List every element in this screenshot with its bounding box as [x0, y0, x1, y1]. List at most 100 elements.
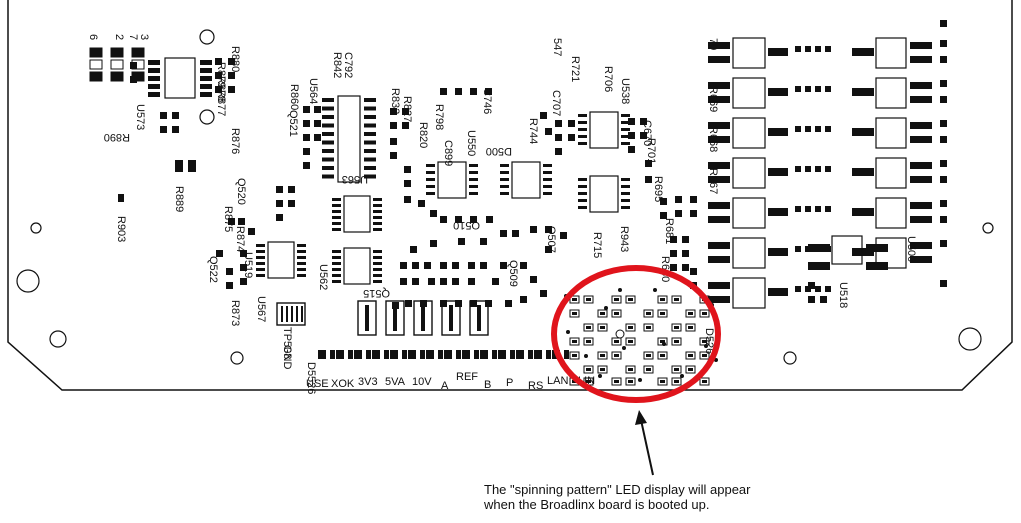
smd-pad	[910, 242, 932, 249]
ic-outline	[732, 77, 766, 109]
smd-pad	[512, 230, 519, 237]
led-pad-fill	[702, 312, 707, 315]
silkscreen-label: R878	[215, 76, 227, 102]
led-pad-fill	[572, 354, 577, 357]
silkscreen-label: R943	[618, 226, 630, 252]
smd-pad	[852, 208, 874, 216]
smd-pad	[421, 305, 425, 331]
smd-pad	[412, 262, 419, 269]
led-indicator-label: P	[506, 377, 513, 389]
smd-pad	[768, 88, 788, 96]
silkscreen-label: 2	[113, 34, 125, 40]
smd-pad	[200, 92, 212, 97]
smd-pad	[852, 48, 874, 56]
smd-pad	[332, 204, 341, 207]
smd-pad	[373, 222, 382, 225]
led-pad-fill	[674, 340, 679, 343]
smd-pad	[332, 216, 341, 219]
smd-pad	[795, 206, 801, 212]
smd-pad	[373, 204, 382, 207]
smd-pad	[486, 216, 493, 223]
smd-pad	[228, 86, 235, 93]
smd-pad	[795, 246, 801, 252]
mounting-hole	[49, 330, 67, 348]
smd-pad	[470, 88, 477, 95]
smd-pad	[621, 206, 630, 209]
ic-outline	[164, 57, 196, 99]
smd-pad	[426, 171, 435, 174]
caption-line-2: when the Broadlinx board is booted up.	[484, 497, 710, 512]
smd-pad	[296, 306, 298, 322]
silkscreen-label: TP508	[281, 327, 293, 359]
led-pad	[685, 323, 696, 332]
led-pad-fill	[702, 354, 707, 357]
mounting-hole	[783, 351, 797, 365]
led-pad-fill	[646, 368, 651, 371]
led-callout-circle	[551, 265, 721, 403]
smd-pad	[708, 282, 730, 289]
smd-pad	[815, 206, 821, 212]
led-pad	[671, 337, 682, 346]
led-pad-fill	[702, 340, 707, 343]
smd-pad	[708, 256, 730, 263]
silkscreen-label: Q521	[287, 110, 299, 137]
smd-pad	[578, 128, 587, 131]
smd-pad	[825, 126, 831, 132]
led-pad-fill	[674, 326, 679, 329]
silkscreen-label: R667	[707, 168, 719, 194]
smd-pad	[297, 256, 306, 259]
smd-pad	[520, 296, 527, 303]
silkscreen-label: R890	[104, 131, 130, 143]
led-pad-fill	[660, 354, 665, 357]
smd-pad	[393, 305, 397, 331]
smd-pad	[500, 171, 509, 174]
led-pad	[625, 323, 636, 332]
silkscreen-label: R798	[433, 104, 445, 130]
smd-pad	[420, 300, 427, 307]
smd-pad	[444, 350, 452, 359]
smd-pad	[660, 212, 667, 219]
led-pad	[657, 295, 668, 304]
led-pad	[699, 351, 710, 360]
silkscreen-label: R701	[645, 138, 657, 164]
led-pad-fill	[688, 354, 693, 357]
led-center-ring	[615, 329, 625, 339]
smd-pad	[228, 218, 235, 225]
led-pad-fill	[614, 312, 619, 315]
smd-pad	[332, 198, 341, 201]
smd-pad	[645, 160, 652, 167]
smd-pad	[560, 232, 567, 239]
silkscreen-label: R715	[591, 232, 603, 258]
smd-pad	[148, 68, 160, 73]
smd-pad	[825, 166, 831, 172]
led-pad	[625, 365, 636, 374]
smd-pad	[621, 199, 630, 202]
silkscreen-label: R874	[234, 226, 246, 252]
led-indicator-label: LAN	[547, 375, 568, 387]
silkscreen-label: R873	[229, 300, 241, 326]
smd-pad	[621, 142, 630, 145]
mounting-hole	[199, 29, 215, 45]
led-pad	[643, 351, 654, 360]
led-pad-fill	[614, 380, 619, 383]
silkscreen-label: C746	[481, 88, 493, 114]
led-pad	[583, 365, 594, 374]
smd-pad	[248, 228, 255, 235]
silkscreen-label: R903	[115, 216, 127, 242]
smd-pad	[708, 242, 730, 249]
smd-pad	[390, 152, 397, 159]
smd-pad	[297, 274, 306, 277]
smd-pad	[534, 350, 542, 359]
smd-pad	[940, 176, 947, 183]
silkscreen-label: R681	[663, 218, 675, 244]
smd-pad	[400, 262, 407, 269]
smd-pad	[852, 168, 874, 176]
smd-pad	[852, 128, 874, 136]
via	[584, 354, 588, 358]
smd-pad	[469, 185, 478, 188]
smd-pad	[291, 306, 293, 322]
smd-pad	[815, 126, 821, 132]
smd-pad	[670, 264, 677, 271]
smd-pad	[322, 115, 334, 119]
led-pad	[611, 295, 622, 304]
